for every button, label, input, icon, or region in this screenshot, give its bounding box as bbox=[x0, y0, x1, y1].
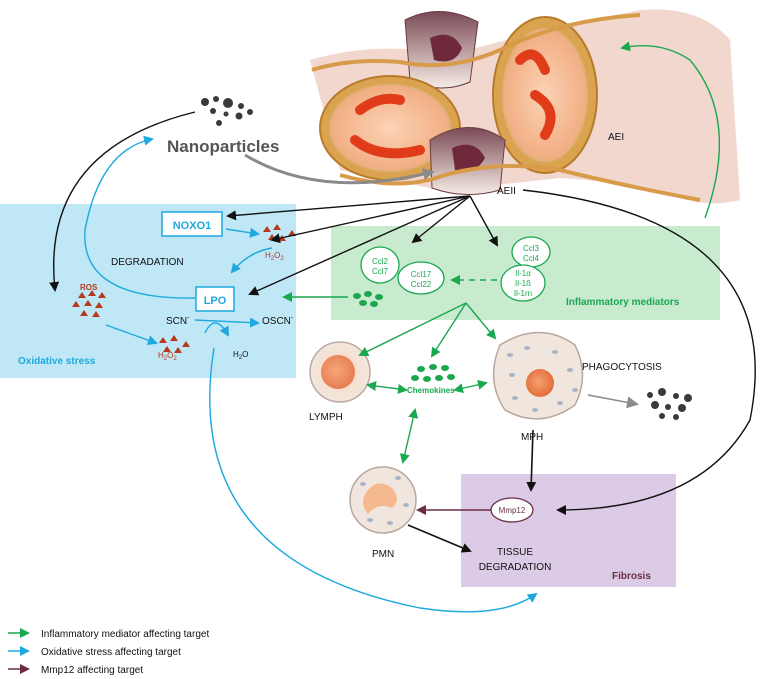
ros-cluster bbox=[72, 290, 106, 317]
fibrosis-box bbox=[461, 474, 676, 587]
lpo-box bbox=[195, 286, 235, 312]
degradation-label: DEGRADATION bbox=[111, 257, 184, 268]
ccl4-label: Ccl4 bbox=[523, 254, 540, 263]
oxidative-arrows bbox=[84, 135, 538, 613]
aei-label: AEI bbox=[608, 132, 624, 143]
fibrosis-label: Fibrosis bbox=[612, 571, 651, 582]
mmp12-oval bbox=[490, 497, 534, 523]
oscn-label: OSCN- bbox=[262, 315, 294, 327]
neutrophil-cell bbox=[349, 466, 417, 534]
lymphocyte-cell bbox=[309, 341, 371, 403]
il1a-label: Il-1α bbox=[515, 269, 531, 278]
mmp12-label: Mmp12 bbox=[499, 506, 526, 515]
phagocytosed-particles bbox=[647, 388, 692, 420]
chemokine-dots bbox=[411, 364, 455, 382]
lymph-label: LYMPH bbox=[309, 412, 343, 423]
tissue-degradation-label: DEGRADATION bbox=[479, 562, 552, 573]
nanoparticles-to-ros-arrow bbox=[49, 111, 196, 292]
mph-label: MPH bbox=[521, 432, 543, 443]
ccl22-label: Ccl22 bbox=[411, 280, 432, 289]
noxo1-box bbox=[161, 211, 223, 237]
h2o-label: H2O bbox=[233, 350, 248, 361]
il1b-label: Il-1ß bbox=[515, 279, 531, 288]
pmn-label: PMN bbox=[372, 549, 394, 560]
legend: Inflammatory mediator affecting target O… bbox=[8, 628, 209, 676]
alveolar-epithelium-illustration bbox=[310, 9, 740, 204]
chemokines-label: Chemokines bbox=[407, 386, 455, 395]
lpo-label: LPO bbox=[204, 295, 227, 307]
h2o2-bottom-label: H2O2 bbox=[158, 351, 177, 362]
mediator-ovals bbox=[360, 236, 551, 302]
tissue-label: TISSUE bbox=[497, 547, 533, 558]
oxidative-stress-label: Oxidative stress bbox=[18, 356, 96, 367]
macrophage-cell bbox=[492, 331, 584, 420]
legend-maroon-label: Mmp12 affecting target bbox=[41, 665, 143, 676]
ccl17-label: Ccl17 bbox=[411, 270, 432, 279]
nanoparticles-label: Nanoparticles bbox=[167, 137, 279, 156]
aeii-to-mmp12-arrow bbox=[522, 189, 756, 515]
h2o2-cluster-bottom bbox=[159, 335, 190, 353]
mph-to-phagocytosis-arrow bbox=[587, 394, 639, 409]
ccl3-label: Ccl3 bbox=[523, 244, 540, 253]
legend-green-label: Inflammatory mediator affecting target bbox=[41, 629, 209, 640]
aeii-label: AEII bbox=[497, 186, 516, 197]
mph-to-mmp12-arrow bbox=[526, 429, 537, 492]
scn-label: SCN- bbox=[166, 315, 190, 327]
oxidative-stress-box bbox=[0, 204, 296, 378]
ccl2-label: Ccl2 bbox=[372, 257, 389, 266]
ccl7-label: Ccl7 bbox=[372, 267, 389, 276]
pmn-to-tissue-arrow bbox=[407, 524, 472, 553]
h2o2-top-label: H2O2 bbox=[265, 251, 284, 262]
aeii-signal-arrows bbox=[226, 195, 498, 296]
nanoparticles-cluster bbox=[201, 96, 253, 126]
il1rn-label: Il-1rn bbox=[514, 289, 532, 298]
phagocytosis-label: PHAGOCYTOSIS bbox=[582, 362, 662, 373]
noxo1-label: NOXO1 bbox=[173, 220, 212, 232]
nanoparticles-to-alveolus-arrow bbox=[244, 153, 435, 185]
ros-label: ROS bbox=[80, 283, 98, 292]
legend-blue-label: Oxidative stress affecting target bbox=[41, 647, 181, 658]
inflammatory-arrows bbox=[282, 41, 721, 464]
mediator-dots bbox=[353, 291, 383, 307]
inflammatory-mediators-label: Inflammatory mediators bbox=[566, 297, 680, 308]
